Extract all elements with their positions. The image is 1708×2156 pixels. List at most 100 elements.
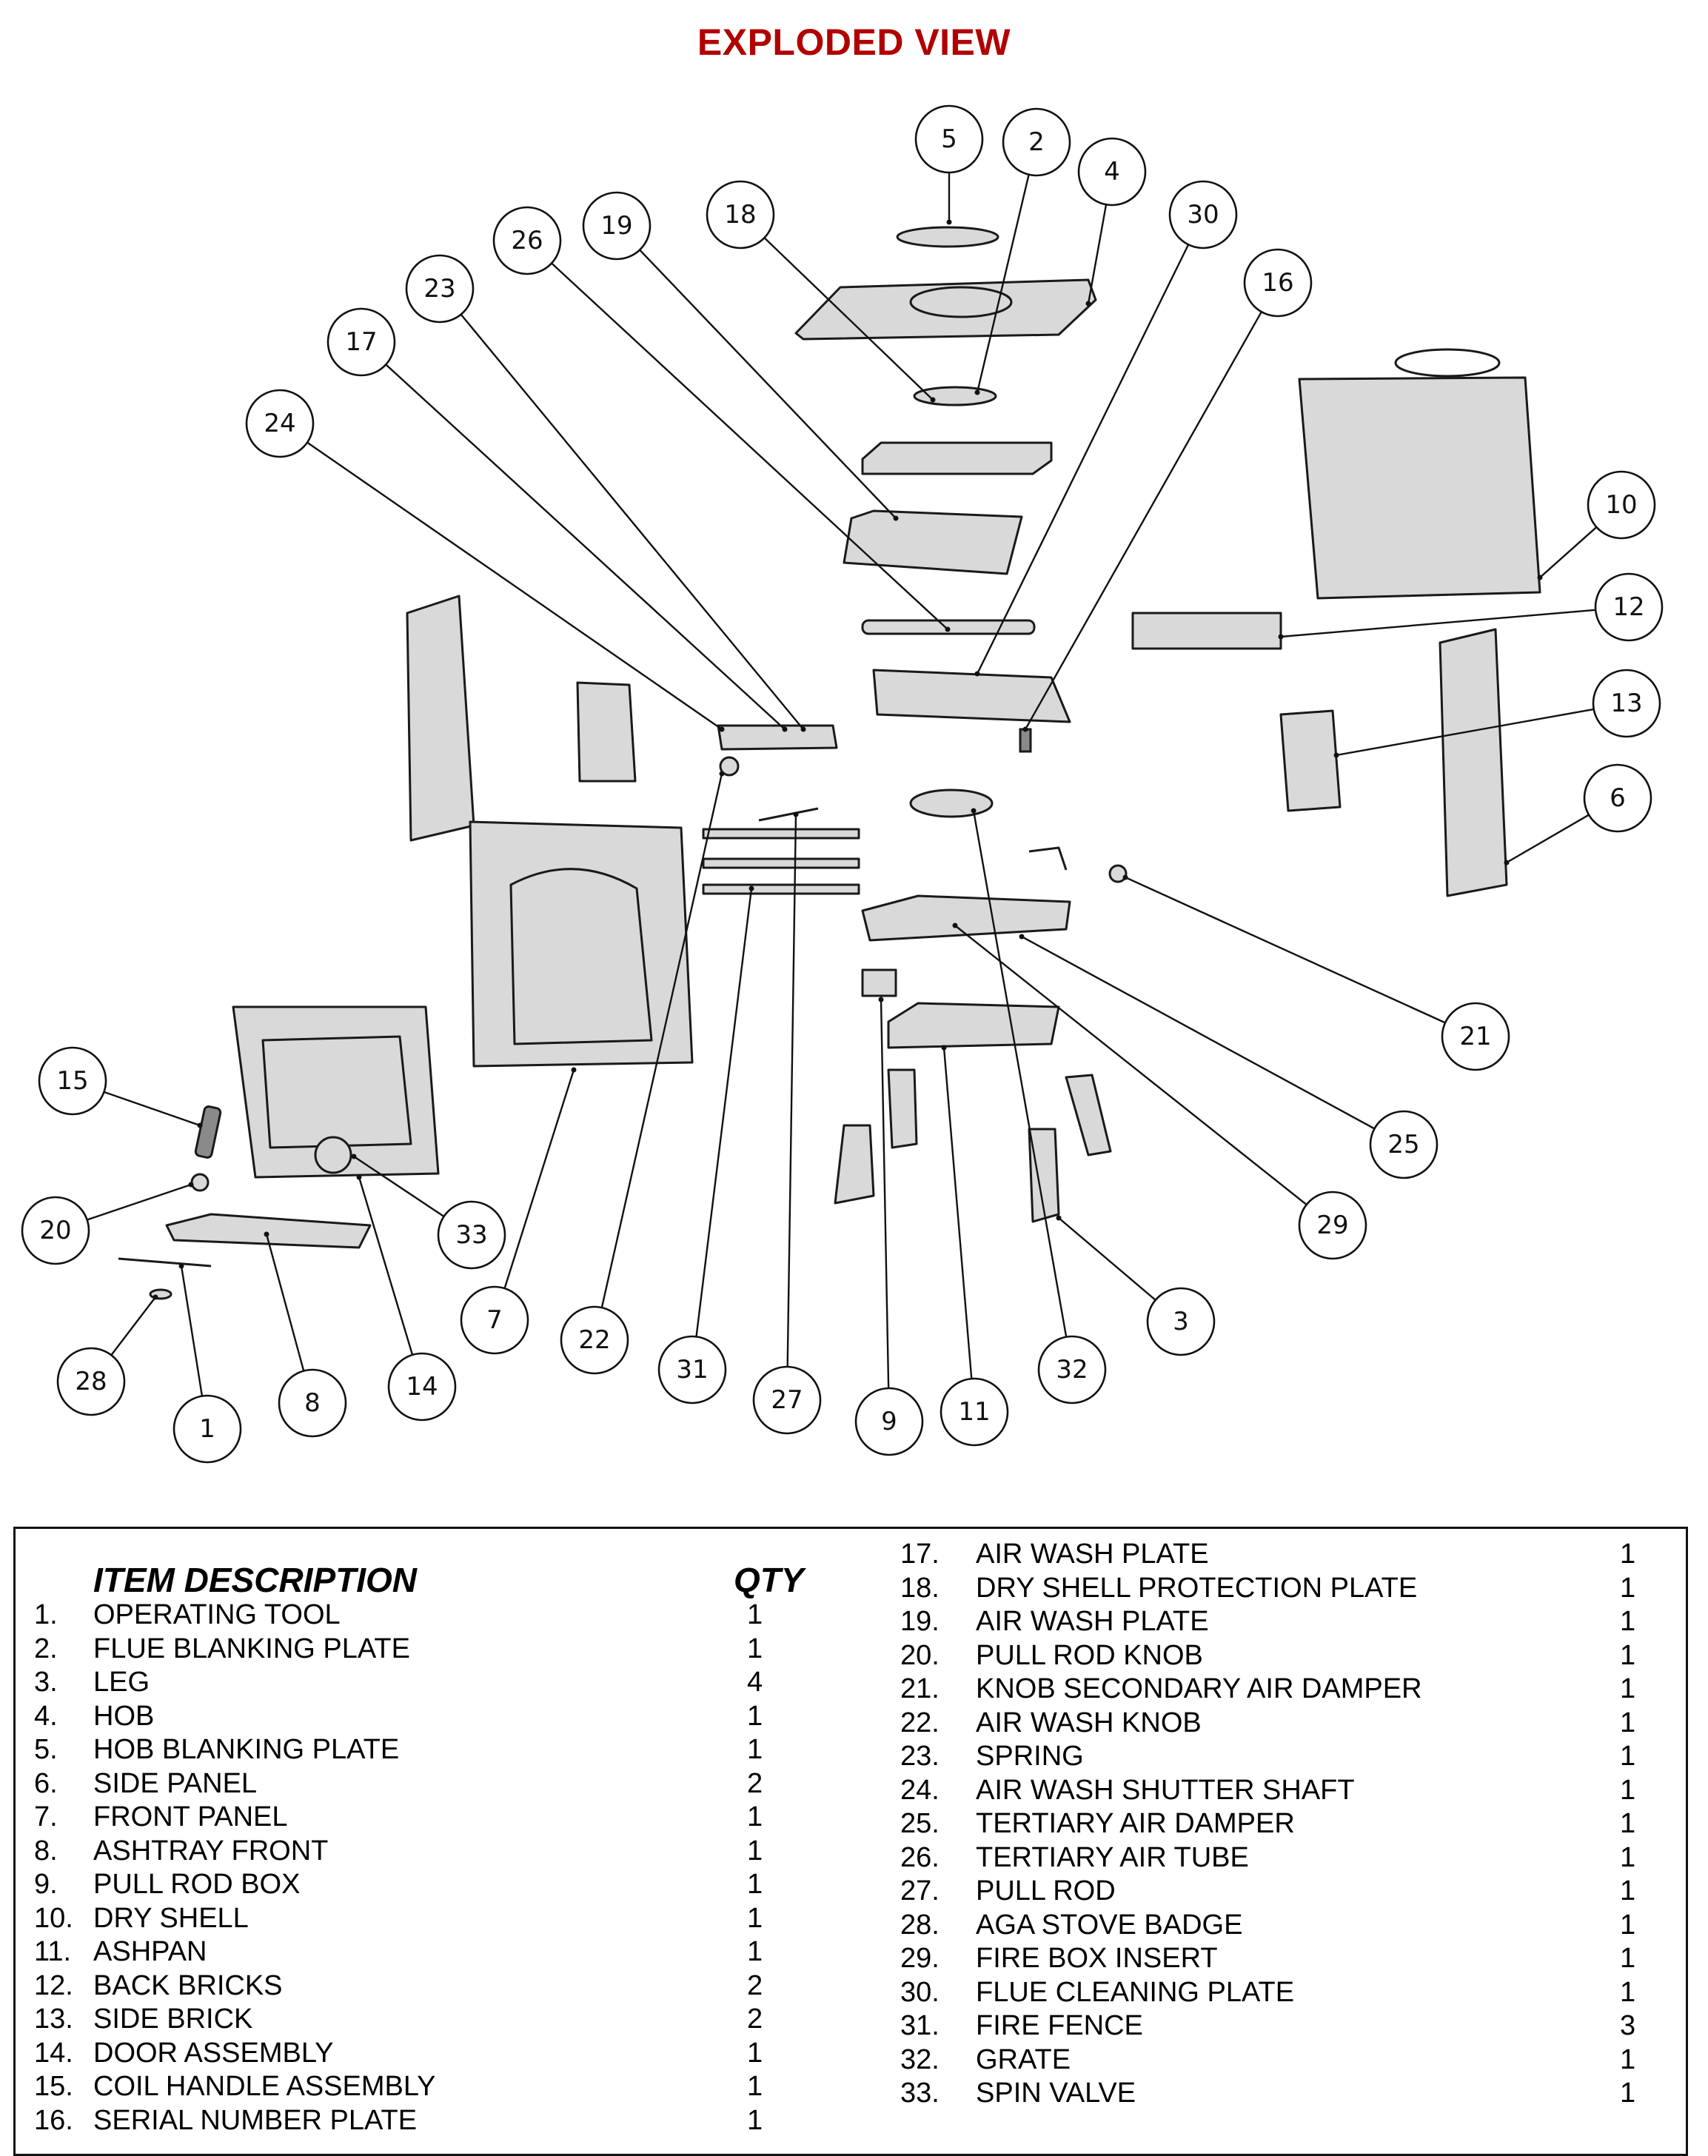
leader-line	[786, 814, 797, 1367]
callout-7: 7	[460, 1285, 529, 1355]
item-qty: 2	[747, 2003, 763, 2035]
leader-line	[503, 1069, 575, 1289]
item-qty: 1	[1620, 1841, 1636, 1873]
item-number: 9.	[34, 1869, 58, 1900]
leader-line	[265, 1233, 305, 1371]
item-number: 14.	[34, 2037, 73, 2069]
leader-line	[976, 244, 1190, 674]
callout-circle	[437, 1200, 506, 1270]
callout-circle	[21, 1196, 90, 1265]
item-description: SIDE PANEL	[93, 1767, 258, 1799]
item-number: 29.	[900, 1943, 940, 1974]
item-number: 2.	[34, 1633, 58, 1664]
callout-circle	[560, 1305, 629, 1375]
item-number: 26.	[900, 1841, 940, 1873]
leader-line	[972, 810, 1068, 1337]
item-description: AIR WASH SHUTTER SHAFT	[976, 1774, 1355, 1806]
leader-arrowhead	[197, 1122, 203, 1128]
side-brick-left	[576, 681, 637, 783]
callout-label: 17	[345, 327, 377, 357]
callout-label: 25	[1387, 1130, 1419, 1159]
leader-arrowhead	[952, 923, 958, 928]
callout-2: 2	[1002, 107, 1071, 177]
flue-cleaning-plate	[872, 669, 1071, 723]
callout-label: 10	[1605, 490, 1637, 520]
callout-6: 6	[1583, 763, 1652, 833]
item-description: GRATE	[976, 2043, 1071, 2075]
leader-line	[639, 249, 897, 519]
callout-15: 15	[38, 1046, 107, 1116]
item-number: 12.	[34, 1969, 73, 2001]
header-qty: QTY	[734, 1561, 804, 1599]
callout-label: 16	[1262, 268, 1293, 298]
leader-arrowhead	[1278, 634, 1284, 640]
leader-arrowhead	[793, 811, 799, 817]
pull-rod	[758, 807, 819, 822]
leader-arrowhead	[188, 1182, 194, 1188]
callout-21: 21	[1441, 1002, 1510, 1071]
dry-shell-protection-plate	[861, 441, 1053, 475]
leader-line	[763, 237, 934, 401]
callout-26: 26	[492, 206, 562, 275]
item-qty: 1	[747, 1869, 763, 1900]
leader-line	[87, 1183, 192, 1221]
callout-label: 23	[423, 274, 455, 304]
callout-31: 31	[657, 1335, 727, 1405]
item-number: 5.	[34, 1734, 58, 1765]
item-number: 24.	[900, 1774, 940, 1806]
callout-circle	[1592, 669, 1661, 738]
item-description: HOB	[93, 1700, 155, 1732]
leader-arrowhead	[351, 1154, 357, 1159]
flue-blanking-plate	[913, 386, 997, 406]
item-number: 23.	[900, 1741, 940, 1772]
item-description: FIRE FENCE	[976, 2010, 1143, 2041]
air-wash-knob	[719, 756, 740, 777]
leader-line	[942, 1047, 973, 1379]
callout-label: 30	[1187, 200, 1219, 230]
item-description: SPIN VALVE	[976, 2078, 1136, 2109]
callout-label: 32	[1056, 1355, 1088, 1385]
item-qty: 1	[1620, 1707, 1636, 1738]
callout-10: 10	[1587, 470, 1656, 540]
callout-label: 2	[1028, 127, 1045, 157]
leader-arrowhead	[748, 886, 754, 891]
item-number: 15.	[34, 2071, 73, 2102]
callout-label: 19	[600, 211, 632, 241]
callout-label: 27	[771, 1385, 803, 1415]
callout-30: 30	[1168, 180, 1238, 250]
item-description: PULL ROD KNOB	[976, 1639, 1203, 1671]
item-number: 4.	[34, 1700, 58, 1732]
grate	[909, 789, 994, 818]
callout-label: 15	[56, 1066, 88, 1096]
item-description: COIL HANDLE ASSEMBLY	[93, 2071, 436, 2102]
leader-arrowhead	[893, 515, 899, 521]
item-number: 10.	[34, 1902, 73, 1934]
item-description: TERTIARY AIR DAMPER	[976, 1808, 1295, 1839]
callout-5: 5	[914, 104, 984, 174]
item-number: 1.	[34, 1599, 58, 1630]
header-item-description: ITEM DESCRIPTION	[93, 1561, 418, 1599]
item-qty: 1	[747, 1700, 763, 1732]
item-description: DRY SHELL	[93, 1902, 249, 1934]
callout-circle	[1168, 180, 1238, 250]
hob-blanking-plate	[896, 226, 999, 248]
callout-8: 8	[278, 1368, 347, 1438]
leader-arrowhead	[782, 726, 788, 732]
item-description: AIR WASH PLATE	[976, 1539, 1209, 1570]
item-qty: 1	[1620, 1539, 1636, 1570]
leader-line	[1058, 1217, 1156, 1301]
item-number: 33.	[900, 2078, 940, 2109]
leader-line	[976, 174, 1030, 393]
leader-arrowhead	[178, 1263, 184, 1269]
